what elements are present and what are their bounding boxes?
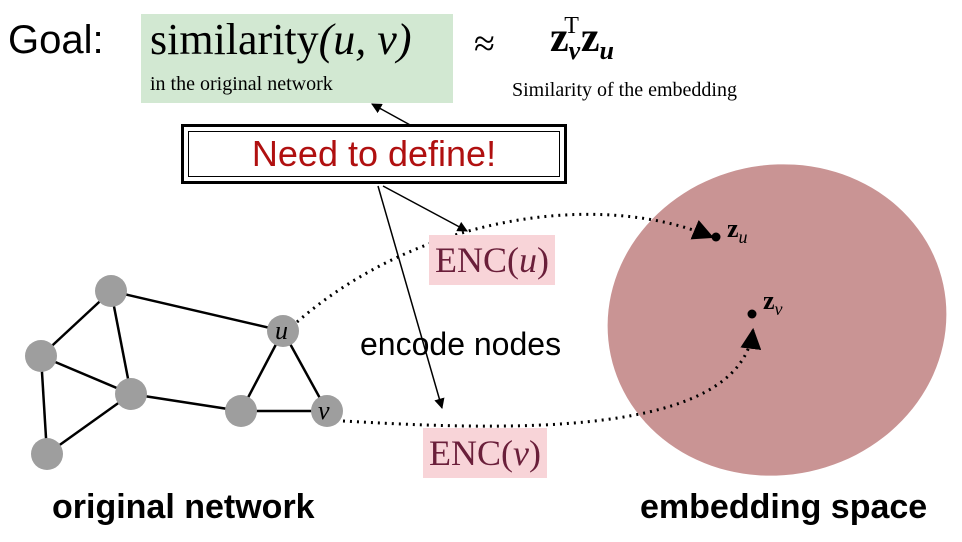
- encode-nodes-label: encode nodes: [360, 326, 562, 362]
- network-nodes: [25, 275, 343, 470]
- approx-symbol: ≈: [474, 23, 495, 65]
- mapping-curve-v: [342, 327, 762, 428]
- arrow-to-enc-v: [377, 185, 445, 410]
- encoder-u: ENC(u): [429, 235, 555, 285]
- edge-b-c: [40, 354, 132, 396]
- original-network-label: original network: [52, 488, 315, 526]
- edge-c-d: [46, 392, 132, 456]
- encoder-v-function: ENC: [429, 433, 501, 473]
- embedding-note: Similarity of the embedding: [512, 79, 737, 101]
- similarity-function: similarity: [150, 15, 319, 64]
- encoder-u-argument: u: [519, 240, 537, 280]
- need-to-define-text: Need to define!: [188, 131, 560, 177]
- network-node: [115, 378, 147, 410]
- node-v-label: v: [318, 396, 330, 425]
- transpose-marker: T: [564, 13, 579, 39]
- arrow-to-enc-u: [382, 185, 468, 232]
- network-node: [25, 340, 57, 372]
- network-node: [225, 395, 257, 427]
- embedding-point-v: [747, 309, 757, 319]
- similarity-arguments: (u, v): [318, 15, 412, 64]
- embedding-point-u: [711, 232, 721, 242]
- edge-c-e: [130, 392, 242, 413]
- node-u: [267, 315, 299, 347]
- embedding-space-region: [607, 164, 947, 476]
- similarity-note: in the original network: [150, 73, 333, 95]
- encoder-v: ENC(v): [423, 428, 547, 478]
- arrow-to-similarity: [371, 103, 413, 127]
- edge-b-d: [39, 355, 49, 455]
- embedding-point-v-label: zv: [763, 286, 783, 319]
- node-u-label: u: [275, 316, 288, 345]
- embedding-sub-u: u: [599, 36, 614, 65]
- embedding-z-second: z: [580, 15, 600, 61]
- embedding-space-label: embedding space: [640, 488, 928, 526]
- embedding-sub-v: v: [568, 36, 581, 65]
- network-node: [95, 275, 127, 307]
- need-to-define-callout: Need to define!: [181, 124, 567, 184]
- similarity-formula: similarity(u, v): [150, 14, 412, 65]
- edge-a-u: [110, 289, 284, 333]
- similarity-highlight: [141, 14, 453, 103]
- embedding-point-u-label: zu: [727, 214, 748, 247]
- goal-label: Goal:: [8, 18, 104, 62]
- edge-a-c: [109, 290, 133, 395]
- encoder-u-function: ENC: [435, 240, 507, 280]
- embedding-similarity-formula: zvTzu: [550, 13, 614, 66]
- node-v: [311, 395, 343, 427]
- network-node: [31, 438, 63, 470]
- embedding-z-first: z: [550, 15, 569, 61]
- encoder-v-argument: v: [513, 433, 529, 473]
